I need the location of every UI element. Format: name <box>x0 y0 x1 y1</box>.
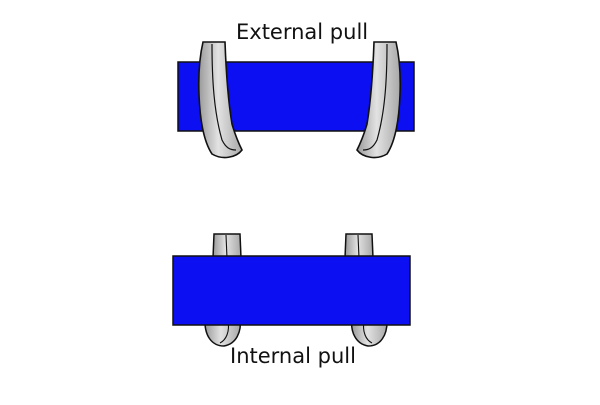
internal-pull-bar <box>172 255 411 326</box>
internal-right-jaw-upper <box>344 233 374 259</box>
external-pull-group <box>177 41 415 159</box>
external-pull-caption: External pull <box>236 20 369 44</box>
internal-pull-caption: Internal pull <box>230 344 356 368</box>
external-right-jaw <box>356 41 402 159</box>
internal-left-jaw-upper <box>212 233 242 259</box>
external-left-jaw <box>197 41 243 159</box>
internal-pull-group <box>172 233 411 347</box>
